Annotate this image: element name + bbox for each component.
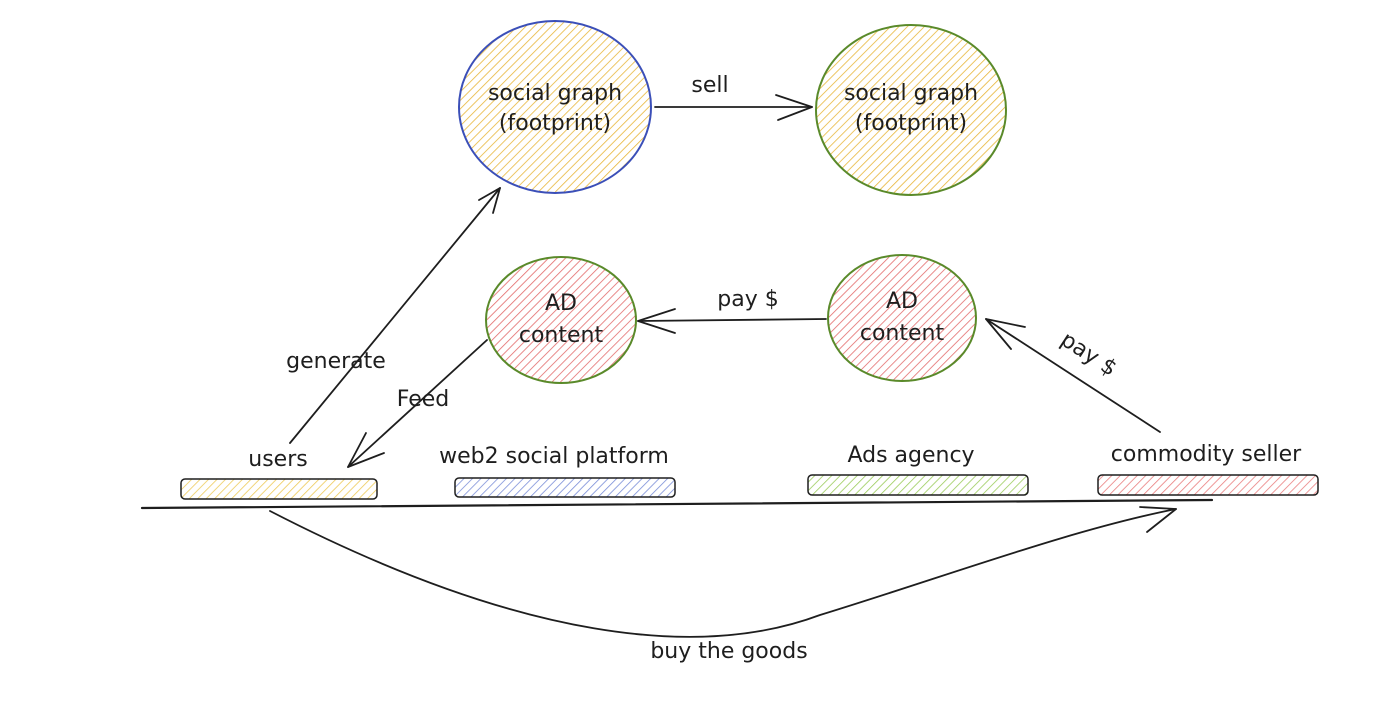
generate-label: generate [286,349,386,374]
pay-agency-arrowhead-icon [637,308,676,334]
social-graph-agency-line2: (footprint) [855,111,967,136]
node-social-graph-platform[interactable]: social graph (footprint) [458,20,652,194]
feed-arrow-line [347,339,488,468]
actor-platform-label: web2 social platform [439,444,669,469]
edge-sell: sell [654,73,813,121]
social-graph-platform-circle [458,20,652,194]
buy-label: buy the goods [650,639,807,664]
edge-buy-the-goods: buy the goods [269,506,1177,664]
pay-seller-arrowhead-icon [985,318,1026,350]
actor-seller-label: commodity seller [1111,442,1302,467]
ad-content-agency-line1: AD [886,289,918,314]
edge-pay-agency-to-platform: pay $ [637,287,827,334]
actor-agency-label: Ads agency [847,443,974,468]
node-ad-content-platform[interactable]: AD content [485,256,637,384]
node-social-graph-agency[interactable]: social graph (footprint) [815,24,1007,196]
edge-pay-seller-to-agency: pay $ [985,318,1161,433]
buy-arrow-curve [269,508,1177,638]
actor-users-bar[interactable] [180,478,378,500]
edge-generate: generate [286,187,501,444]
buy-arrowhead-icon [1139,506,1177,533]
sell-label: sell [691,73,728,98]
pay-seller-label: pay $ [1056,327,1121,381]
social-graph-platform-line1: social graph [488,81,622,106]
edge-feed: Feed [347,339,488,468]
actor-platform-bar[interactable] [454,477,676,498]
social-graph-agency-line1: social graph [844,81,978,106]
pay-seller-arrow-line [985,318,1161,433]
pay-agency-label: pay $ [717,287,778,312]
pay-agency-arrow-line [637,318,827,322]
actor-seller-bar[interactable] [1097,474,1319,496]
baseline-divider [140,498,1214,510]
ad-content-platform-line1: AD [545,291,577,316]
actor-agency-bar[interactable] [807,474,1029,496]
ad-content-agency-line2: content [860,321,945,346]
social-graph-agency-circle [815,24,1007,196]
social-graph-platform-line2: (footprint) [499,111,611,136]
sell-arrowhead-icon [775,94,813,121]
actor-users-label: users [248,447,307,472]
node-ad-content-agency[interactable]: AD content [827,254,977,382]
ad-content-agency-circle [827,254,977,382]
generate-arrow-line [289,187,501,444]
feed-label: Feed [397,387,450,412]
feed-arrowhead-icon [347,432,385,468]
generate-arrowhead-icon [478,187,501,214]
ad-content-platform-circle [485,256,637,384]
ad-content-platform-line2: content [519,323,604,348]
